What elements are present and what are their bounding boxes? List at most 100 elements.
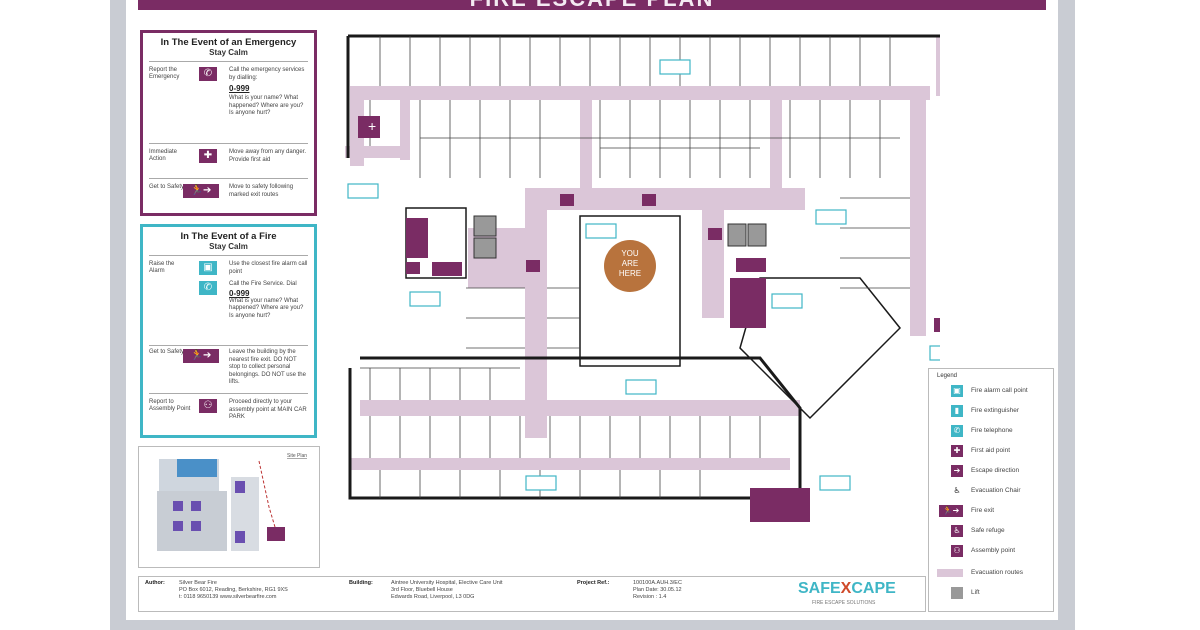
- emergency-row-safety: Get to Safety 🏃➔ Move to safety followin…: [149, 184, 308, 212]
- building-label-block: Building:: [349, 580, 373, 587]
- row-label: Get to Safety: [149, 184, 185, 190]
- fire-row-safety: Get to Safety 🏃➔ Leave the building by t…: [149, 349, 308, 389]
- building-label: Building:: [349, 580, 373, 586]
- project-label: Project Ref.:: [577, 580, 610, 586]
- building-line: 3rd Floor, Bluebell House: [391, 587, 453, 593]
- divider: [149, 178, 308, 179]
- legend-title: Legend: [937, 373, 958, 379]
- emergency-heading: In The Event of an Emergency: [160, 37, 297, 48]
- escape-direction-icon: [642, 194, 656, 206]
- lift-icon: [747, 223, 767, 247]
- author-line: Silver Bear Fire: [179, 580, 217, 586]
- author-label: Author:: [145, 580, 165, 586]
- route-swatch: [937, 569, 963, 577]
- legend-item-label: First aid point: [971, 447, 1011, 454]
- building-line: Aintree University Hospital, Elective Ca…: [391, 580, 503, 586]
- fire-exit-icon: 🏃➔: [183, 349, 219, 363]
- escape-direction-icon: ➔: [951, 465, 963, 477]
- you-are-here-line2: ARE: [622, 259, 638, 268]
- divider: [149, 393, 308, 394]
- escape-direction-icons: [358, 116, 940, 332]
- project-label-block: Project Ref.:: [577, 580, 609, 587]
- row-text: Call the emergency services by dialling:…: [229, 67, 308, 118]
- site-block: [191, 501, 201, 511]
- row-label: Report to Assembly Point: [149, 399, 191, 412]
- row-text: Use the closest fire alarm call point: [229, 261, 308, 275]
- lift-icon: [951, 587, 963, 599]
- legend-item-label: Safe refuge: [971, 527, 1005, 534]
- fire-telephone-icon: ✆: [951, 425, 963, 437]
- evacuation-chair-icon: ♿: [951, 485, 963, 497]
- row-text-main: Call the emergency services by dialling:: [229, 67, 305, 81]
- floor-plan: + YOU ARE HERE: [345, 34, 940, 522]
- phone-icon: ✆: [199, 67, 217, 81]
- emergency-row-report: Report the Emergency ✆ Call the emergenc…: [149, 67, 308, 147]
- logo-text-b: CAPE: [851, 580, 896, 597]
- divider: [149, 61, 308, 62]
- legend-item-label: Fire alarm call point: [971, 387, 1028, 394]
- fire-subheading: Stay Calm: [209, 242, 248, 251]
- logo-subtitle: FIRE ESCAPE SOLUTIONS: [812, 600, 876, 606]
- row-label: Immediate Action: [149, 149, 178, 162]
- divider: [149, 345, 308, 346]
- legend-item-label: Escape direction: [971, 467, 1020, 474]
- assembly-point-icon: ⚇: [199, 399, 217, 413]
- emergency-subheading: Stay Calm: [209, 48, 248, 57]
- first-aid-icon: ✚: [199, 149, 217, 163]
- fire-extinguisher-icon: ▮: [951, 405, 963, 417]
- site-block: [235, 481, 245, 493]
- row-label: Get to Safety: [149, 349, 185, 355]
- legend-item-label: Fire exit: [971, 507, 995, 514]
- walls: [346, 34, 940, 500]
- site-plan-map: Site Plan: [157, 453, 307, 551]
- logo-text-x: X: [840, 580, 852, 597]
- legend-item-label: Evacuation routes: [971, 569, 1024, 576]
- fire-telephone-icon: ✆: [199, 281, 217, 295]
- site-block: [191, 521, 201, 531]
- fire-number: 0-999: [229, 288, 250, 298]
- alarm-call-point-icon: ▣: [199, 261, 217, 275]
- first-aid-symbol: +: [368, 118, 376, 134]
- legend: Legend ▣Fire alarm call point ▮Fire exti…: [928, 368, 1054, 612]
- site-plan: Site Plan: [138, 446, 320, 568]
- fire-row-call: ✆ Call the Fire Service. Dial 0-999 What…: [149, 281, 308, 341]
- stair-core: [406, 218, 428, 258]
- lift-icon: [473, 237, 497, 259]
- escape-direction-icon: [526, 260, 540, 272]
- row-text: Move away from any danger. Provide first…: [229, 149, 307, 163]
- emergency-row-action: Immediate Action ✚ Move away from any da…: [149, 149, 308, 179]
- escape-direction-icon: [560, 194, 574, 206]
- emergency-number: 0-999: [229, 84, 250, 93]
- plan-title: FIRE ESCAPE PLAN: [138, 0, 1046, 10]
- title-banner: FIRE ESCAPE PLAN: [138, 0, 1046, 10]
- emergency-panel: In The Event of an Emergency Stay Calm R…: [140, 30, 317, 216]
- legend-item-label: Evacuation Chair: [971, 487, 1021, 494]
- you-are-here-line1: YOU: [621, 249, 639, 258]
- fire-extinguisher-tags: [347, 59, 940, 491]
- site-block: [235, 531, 245, 543]
- row-text: Leave the building by the nearest fire e…: [229, 349, 306, 385]
- safe-refuge-icon: [406, 262, 420, 274]
- you-are-here-line3: HERE: [619, 269, 641, 278]
- project-block: 100100A.AUH.3/EC Plan Date: 30.05.12 Rev…: [633, 580, 682, 601]
- legend-item-label: Fire extinguisher: [971, 407, 1020, 414]
- site-block: [173, 521, 183, 531]
- fire-exit-icon: [432, 262, 462, 276]
- fire-heading: In The Event of a Fire: [180, 231, 277, 242]
- you-are-here-marker: [604, 240, 656, 292]
- site-plan-label: Site Plan: [287, 453, 307, 459]
- stair-core: [730, 278, 766, 328]
- row-text-extra: What is your name? What happened? Where …: [229, 95, 304, 116]
- fire-row-assembly: Report to Assembly Point ⚇ Proceed direc…: [149, 399, 308, 433]
- row-text-extra: What is your name? What happened? Where …: [229, 297, 304, 319]
- building-block: Aintree University Hospital, Elective Ca…: [391, 580, 503, 601]
- divider: [149, 143, 308, 144]
- author-label-block: Author:: [145, 580, 165, 587]
- legend-item-label: Assembly point: [971, 547, 1016, 554]
- project-line: Revision : 1.4: [633, 594, 667, 600]
- author-block: Silver Bear Fire PO Box 6012, Reading, B…: [179, 580, 288, 601]
- fire-row-alarm: Raise the Alarm ▣ Use the closest fire a…: [149, 261, 308, 279]
- fire-exit-icon: [934, 318, 940, 332]
- assembly-point-icon: [267, 527, 285, 541]
- row-text: Move to safety following marked exit rou…: [229, 184, 294, 198]
